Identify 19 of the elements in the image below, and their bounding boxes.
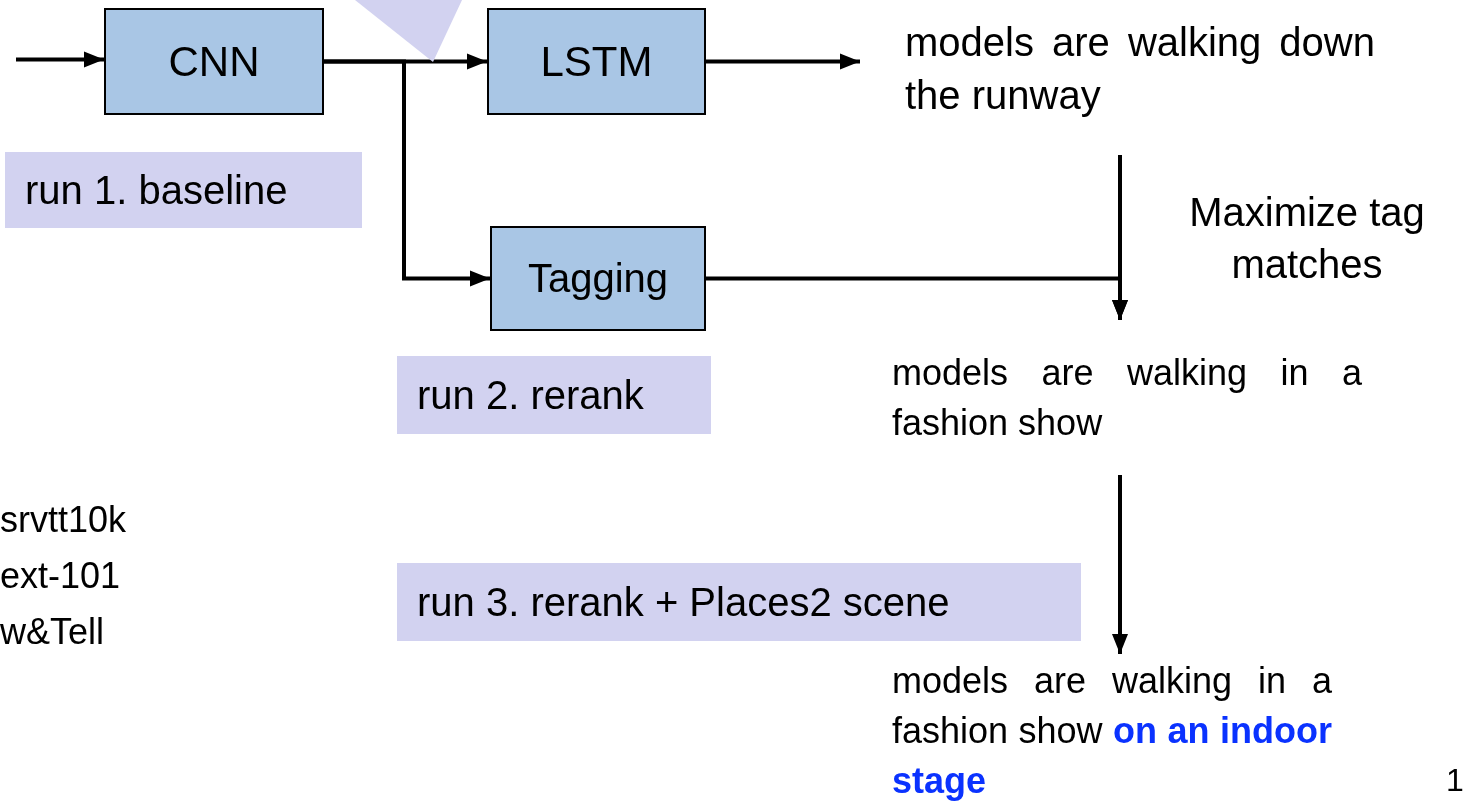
arrow xyxy=(1112,475,1128,654)
caption-text: models are walking down the runway xyxy=(905,16,1375,128)
run-tag: run 2. rerank xyxy=(397,356,711,434)
list-text: ext-101 xyxy=(0,558,121,594)
process-box: Tagging xyxy=(490,226,706,331)
arrow xyxy=(324,59,490,287)
list-text: srvtt10k xyxy=(0,502,127,538)
arrow xyxy=(16,51,104,68)
callout-pointer xyxy=(355,0,462,62)
arrow xyxy=(706,53,860,70)
arrow xyxy=(706,276,1128,320)
run-tag: run 3. rerank + Places2 scene xyxy=(397,563,1081,641)
process-box: LSTM xyxy=(487,8,706,115)
run-tag: run 1. baseline xyxy=(5,152,362,228)
process-box: CNN xyxy=(104,8,324,115)
caption-text: models are walking in a fashion show on an indoor stage xyxy=(892,656,1332,803)
page-number: 1 xyxy=(1446,764,1464,796)
list-text: w&Tell xyxy=(0,614,105,650)
caption-text: models are walking in a fashion show xyxy=(892,322,1362,448)
